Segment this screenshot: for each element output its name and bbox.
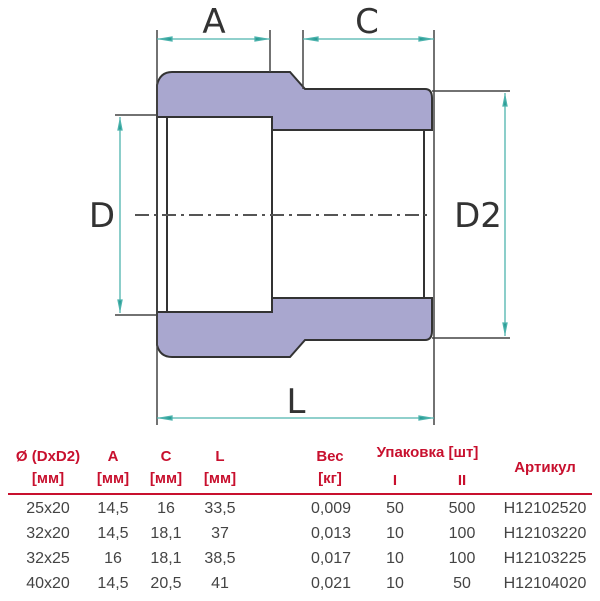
cell-article: H12102520: [503, 500, 587, 517]
cell-pack1: 10: [386, 575, 404, 592]
cell-a: 16: [104, 550, 122, 567]
cell-pack2: 50: [453, 575, 471, 592]
label-l: L: [287, 382, 306, 422]
cell-article: H12103225: [503, 550, 587, 567]
cell-c: 18,1: [150, 550, 182, 567]
header-dxd2-unit: [мм]: [31, 470, 65, 487]
cell-article: H12103220: [503, 525, 587, 542]
label-a: A: [202, 2, 225, 42]
cell-weight: 0,017: [310, 550, 352, 567]
cell-weight: 0,021: [310, 575, 352, 592]
cell-l: 41: [211, 575, 229, 592]
table-row: 25x20 14,5 16 33,5 0,009 50 500 H1210252…: [0, 500, 600, 526]
header-packing-ii: II: [457, 472, 467, 489]
header-c-unit: [мм]: [149, 470, 183, 487]
label-c: C: [355, 2, 379, 42]
cell-pack2: 500: [448, 500, 476, 517]
header-weight-unit: [кг]: [318, 470, 342, 487]
cell-pack1: 10: [386, 550, 404, 567]
label-d2: D2: [454, 196, 502, 236]
header-packing-i: I: [392, 472, 398, 489]
table-row: 32x20 14,5 18,1 37 0,013 10 100 H1210322…: [0, 525, 600, 551]
cell-pack1: 10: [386, 525, 404, 542]
cell-weight: 0,009: [310, 500, 352, 517]
header-dxd2: Ø (DxD2): [15, 448, 81, 465]
cell-c: 16: [157, 500, 175, 517]
header-l-unit: [мм]: [203, 470, 237, 487]
cell-c: 20,5: [150, 575, 182, 592]
header-weight: Вес: [316, 448, 344, 465]
label-d: D: [89, 196, 115, 236]
header-packing: Упаковка [шт]: [376, 444, 479, 461]
cell-c: 18,1: [150, 525, 182, 542]
table-row: 32x25 16 18,1 38,5 0,017 10 100 H1210322…: [0, 550, 600, 576]
cell-weight: 0,013: [310, 525, 352, 542]
cell-dxd2: 32x20: [26, 525, 70, 542]
cell-dxd2: 25x20: [26, 500, 70, 517]
cell-l: 33,5: [204, 500, 236, 517]
header-a-unit: [мм]: [96, 470, 130, 487]
cell-l: 38,5: [204, 550, 236, 567]
cell-l: 37: [211, 525, 229, 542]
cell-pack1: 50: [386, 500, 404, 517]
table-row: 40x20 14,5 20,5 41 0,021 10 50 H12104020: [0, 575, 600, 601]
header-divider: [8, 493, 592, 495]
cell-pack2: 100: [448, 525, 476, 542]
cell-a: 14,5: [97, 500, 129, 517]
reducer-coupling-drawing: A C D D2 L: [89, 2, 510, 425]
cell-dxd2: 40x20: [26, 575, 70, 592]
spigot-bore: [271, 129, 425, 299]
cell-dxd2: 32x25: [26, 550, 70, 567]
header-c: C: [160, 448, 172, 465]
cell-article: H12104020: [503, 575, 587, 592]
cell-a: 14,5: [97, 575, 129, 592]
cell-pack2: 100: [448, 550, 476, 567]
header-article: Артикул: [514, 459, 576, 476]
cell-a: 14,5: [97, 525, 129, 542]
header-l: L: [215, 448, 225, 465]
technical-drawing-svg: A C D D2 L: [89, 2, 510, 425]
header-a: A: [107, 448, 119, 465]
